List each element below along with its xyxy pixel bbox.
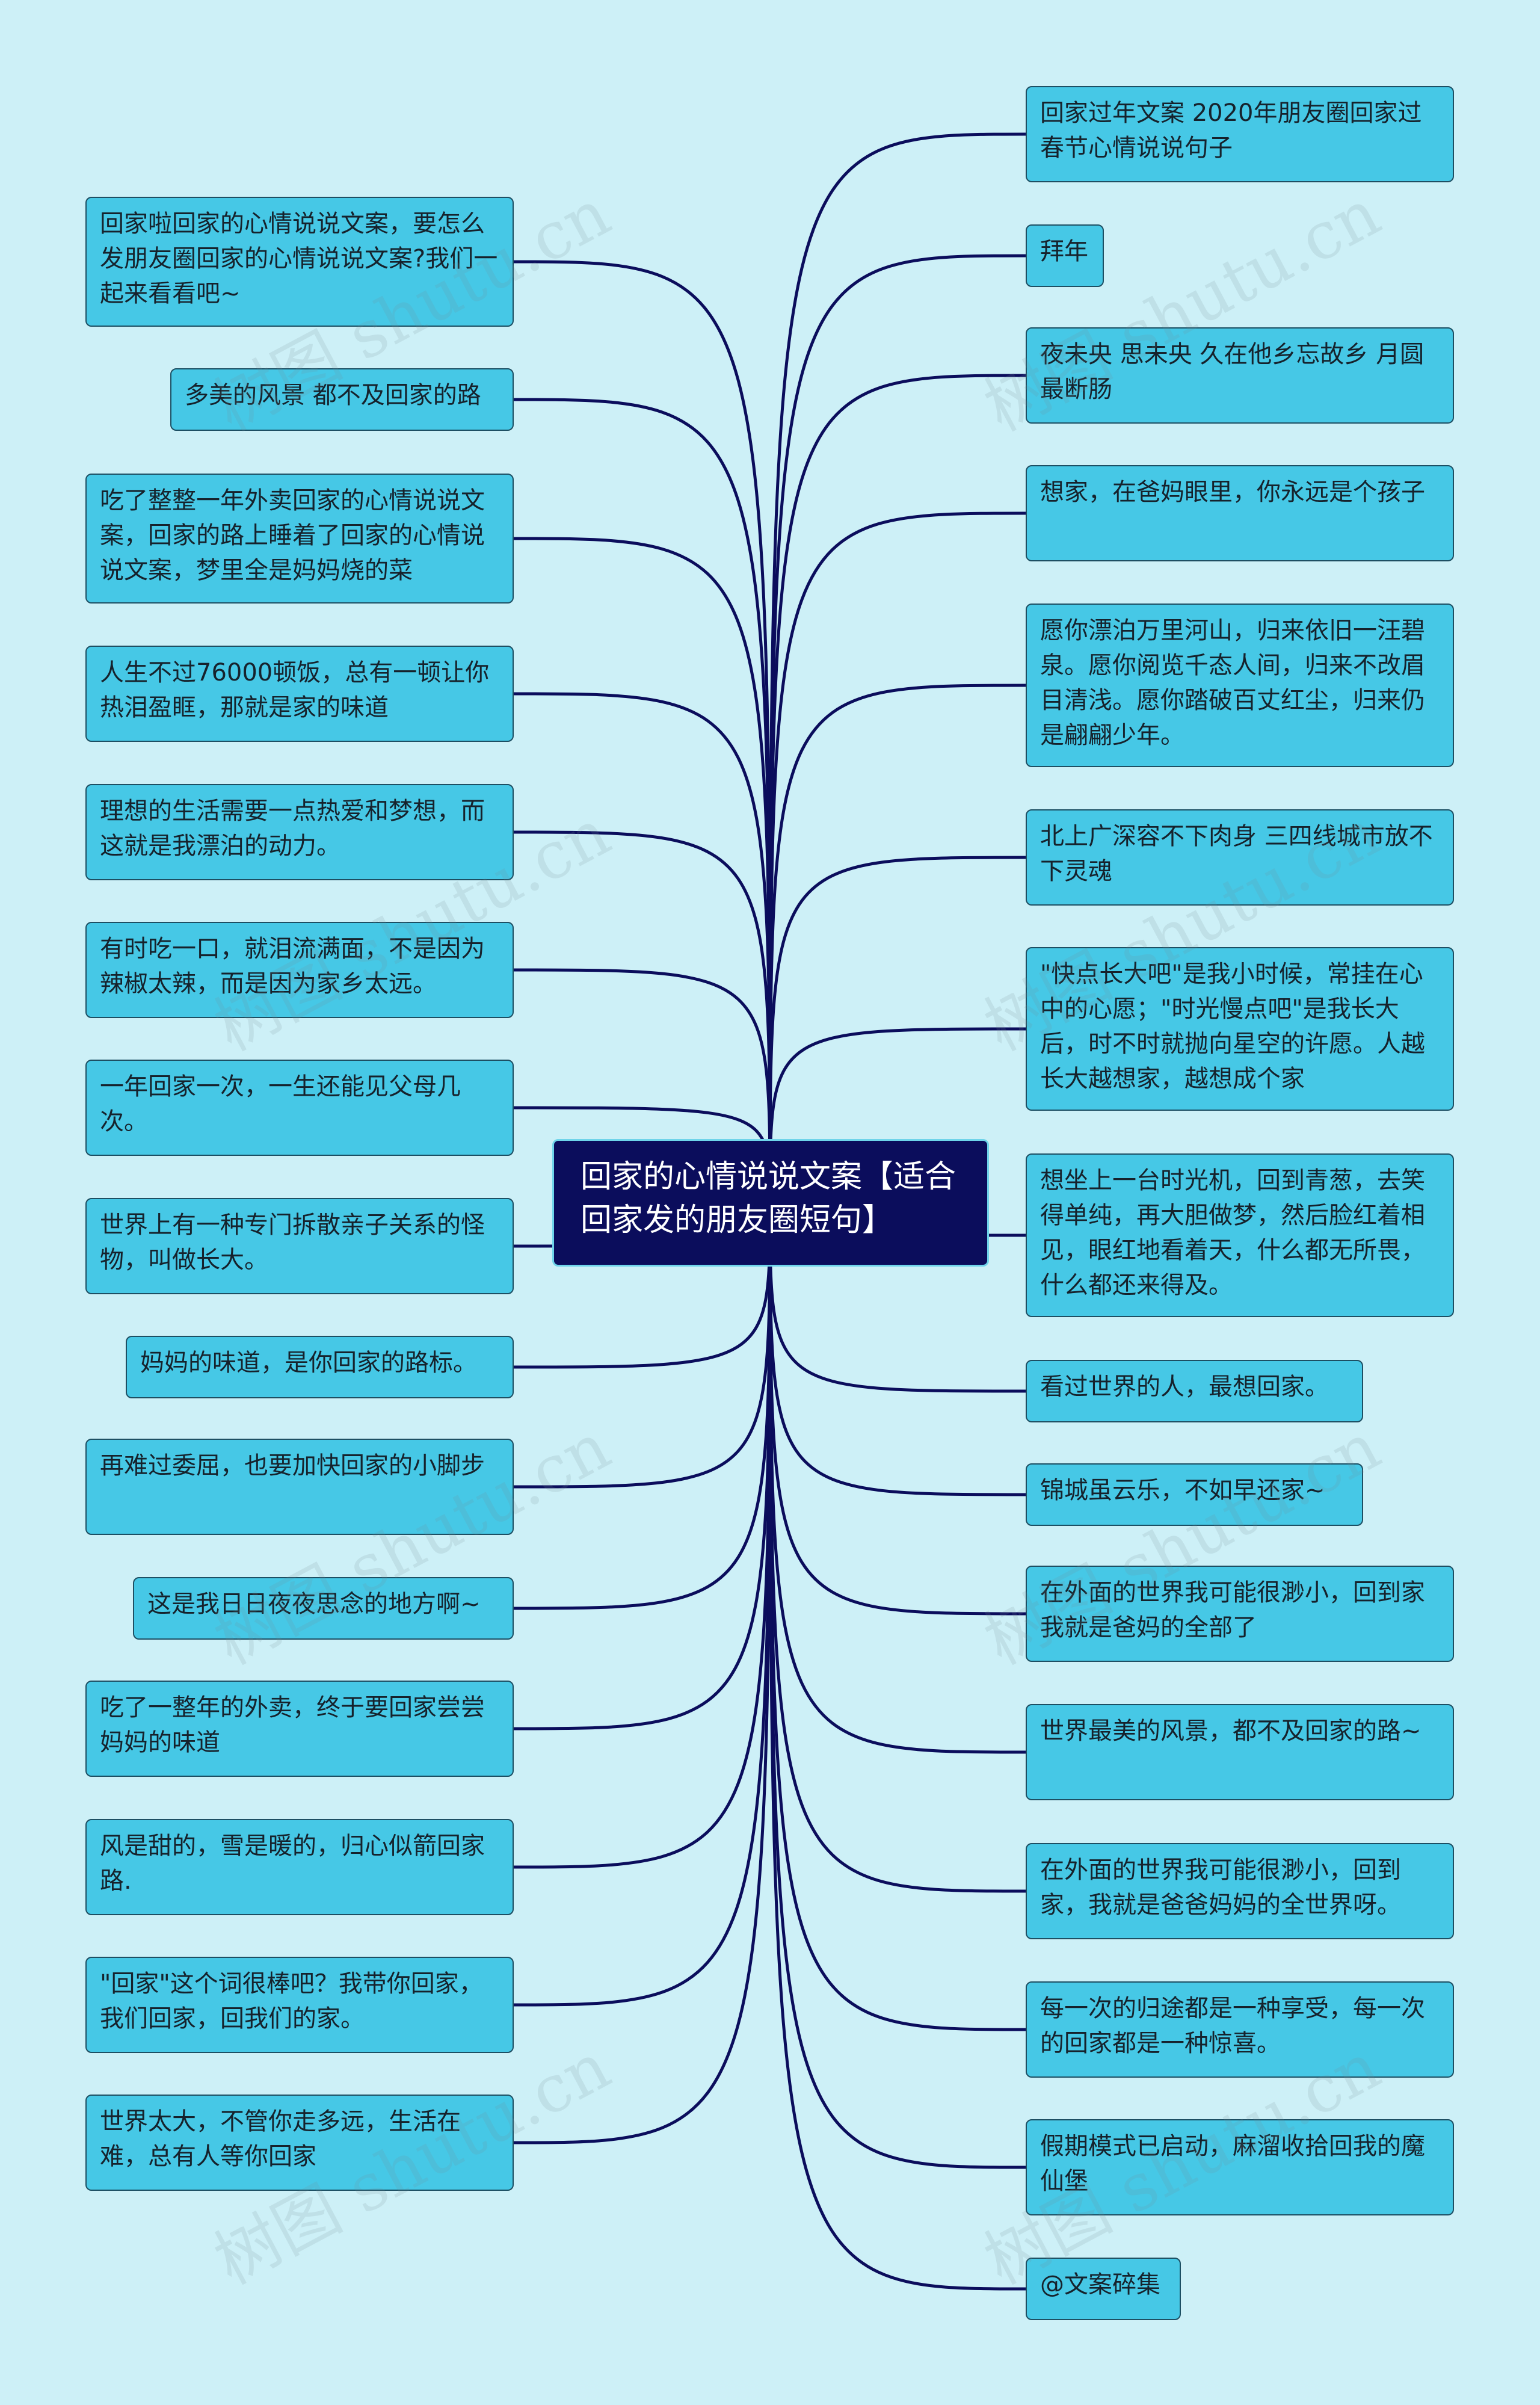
right-node[interactable]: 想家，在爸妈眼里，你永远是个孩子 bbox=[1026, 465, 1454, 561]
right-node[interactable]: 回家过年文案 2020年朋友圈回家过春节心情说说句子 bbox=[1026, 86, 1454, 182]
connector-line bbox=[768, 254, 1026, 1203]
connector-line bbox=[768, 374, 1026, 1203]
right-node[interactable]: 夜未央 思未央 久在他乡忘故乡 月圆最断肠 bbox=[1026, 327, 1454, 424]
connector-line bbox=[768, 1027, 1026, 1203]
right-node[interactable]: "快点长大吧"是我小时候，常挂在心中的心愿；"时光慢点吧"是我长大后，时不时就抛… bbox=[1026, 947, 1454, 1111]
right-node[interactable]: 每一次的归途都是一种享受，每一次的回家都是一种惊喜。 bbox=[1026, 1981, 1454, 2078]
left-node[interactable]: 一年回家一次，一生还能见父母几次。 bbox=[85, 1060, 514, 1156]
left-node[interactable]: "回家"这个词很棒吧？我带你回家，我们回家，回我们的家。 bbox=[85, 1957, 514, 2053]
left-node[interactable]: 妈妈的味道，是你回家的路标。 bbox=[126, 1336, 514, 1398]
left-node[interactable]: 多美的风景 都不及回家的路 bbox=[170, 368, 514, 431]
left-node[interactable]: 有时吃一口，就泪流满面，不是因为辣椒太辣，而是因为家乡太远。 bbox=[85, 922, 514, 1018]
connector-line bbox=[768, 684, 1026, 1203]
connector-line bbox=[768, 1202, 1026, 2031]
right-node[interactable]: 锦城虽云乐，不如早还家~ bbox=[1026, 1463, 1363, 1526]
right-node[interactable]: 假期模式已启动，麻溜收拾回我的魔仙堡 bbox=[1026, 2119, 1454, 2215]
right-node[interactable]: 想坐上一台时光机，回到青葱，去笑得单纯，再大胆做梦，然后脸红着相见，眼红地看着天… bbox=[1026, 1153, 1454, 1317]
connector-line bbox=[513, 1202, 772, 1869]
connector-line bbox=[768, 856, 1026, 1203]
left-node[interactable]: 吃了整整一年外卖回家的心情说说文案，回家的路上睡着了回家的心情说说文案，梦里全是… bbox=[85, 474, 514, 604]
right-node[interactable]: 拜年 bbox=[1026, 224, 1104, 287]
connector-line bbox=[513, 398, 772, 1203]
right-node[interactable]: 世界最美的风景，都不及回家的路~ bbox=[1026, 1704, 1454, 1800]
left-node[interactable]: 世界上有一种专门拆散亲子关系的怪物，叫做长大。 bbox=[85, 1198, 514, 1294]
central-topic[interactable]: 回家的心情说说文案【适合回家发的朋友圈短句】 bbox=[552, 1139, 989, 1267]
right-node[interactable]: 愿你漂泊万里河山，归来依旧一汪碧泉。愿你阅览千态人间，归来不改眉目清浅。愿你踏破… bbox=[1026, 604, 1454, 767]
connector-line bbox=[513, 260, 772, 1203]
connector-line bbox=[768, 1202, 1026, 1754]
left-node[interactable]: 再难过委屈，也要加快回家的小脚步 bbox=[85, 1439, 514, 1535]
connector-line bbox=[768, 511, 1026, 1203]
connector-line bbox=[768, 1202, 1026, 2291]
connector-line bbox=[513, 1202, 772, 1730]
connector-line bbox=[768, 1202, 1026, 1893]
right-node[interactable]: 在外面的世界我可能很渺小，回到家，我就是爸爸妈妈的全世界呀。 bbox=[1026, 1843, 1454, 1939]
right-node[interactable]: 北上广深容不下肉身 三四线城市放不下灵魂 bbox=[1026, 809, 1454, 906]
right-node[interactable]: @文案碎集 bbox=[1026, 2258, 1181, 2320]
connector-line bbox=[768, 132, 1026, 1203]
left-node[interactable]: 理想的生活需要一点热爱和梦想，而这就是我漂泊的动力。 bbox=[85, 784, 514, 880]
right-node[interactable]: 看过世界的人，最想回家。 bbox=[1026, 1360, 1363, 1422]
left-node[interactable]: 这是我日日夜夜思念的地方啊~ bbox=[133, 1577, 514, 1640]
left-node[interactable]: 吃了一整年的外卖，终于要回家尝尝妈妈的味道 bbox=[85, 1681, 514, 1777]
left-node[interactable]: 人生不过76000顿饭，总有一顿让你热泪盈眶，那就是家的味道 bbox=[85, 646, 514, 742]
left-node[interactable]: 世界太大，不管你走多远，生活在难，总有人等你回家 bbox=[85, 2095, 514, 2191]
left-node[interactable]: 回家啦回家的心情说说文案，要怎么发朋友圈回家的心情说说文案?我们一起来看看吧~ bbox=[85, 197, 514, 327]
right-node[interactable]: 在外面的世界我可能很渺小，回到家我就是爸妈的全部了 bbox=[1026, 1566, 1454, 1662]
connector-line bbox=[513, 692, 772, 1203]
left-node[interactable]: 风是甜的，雪是暖的，归心似箭回家路. bbox=[85, 1819, 514, 1915]
